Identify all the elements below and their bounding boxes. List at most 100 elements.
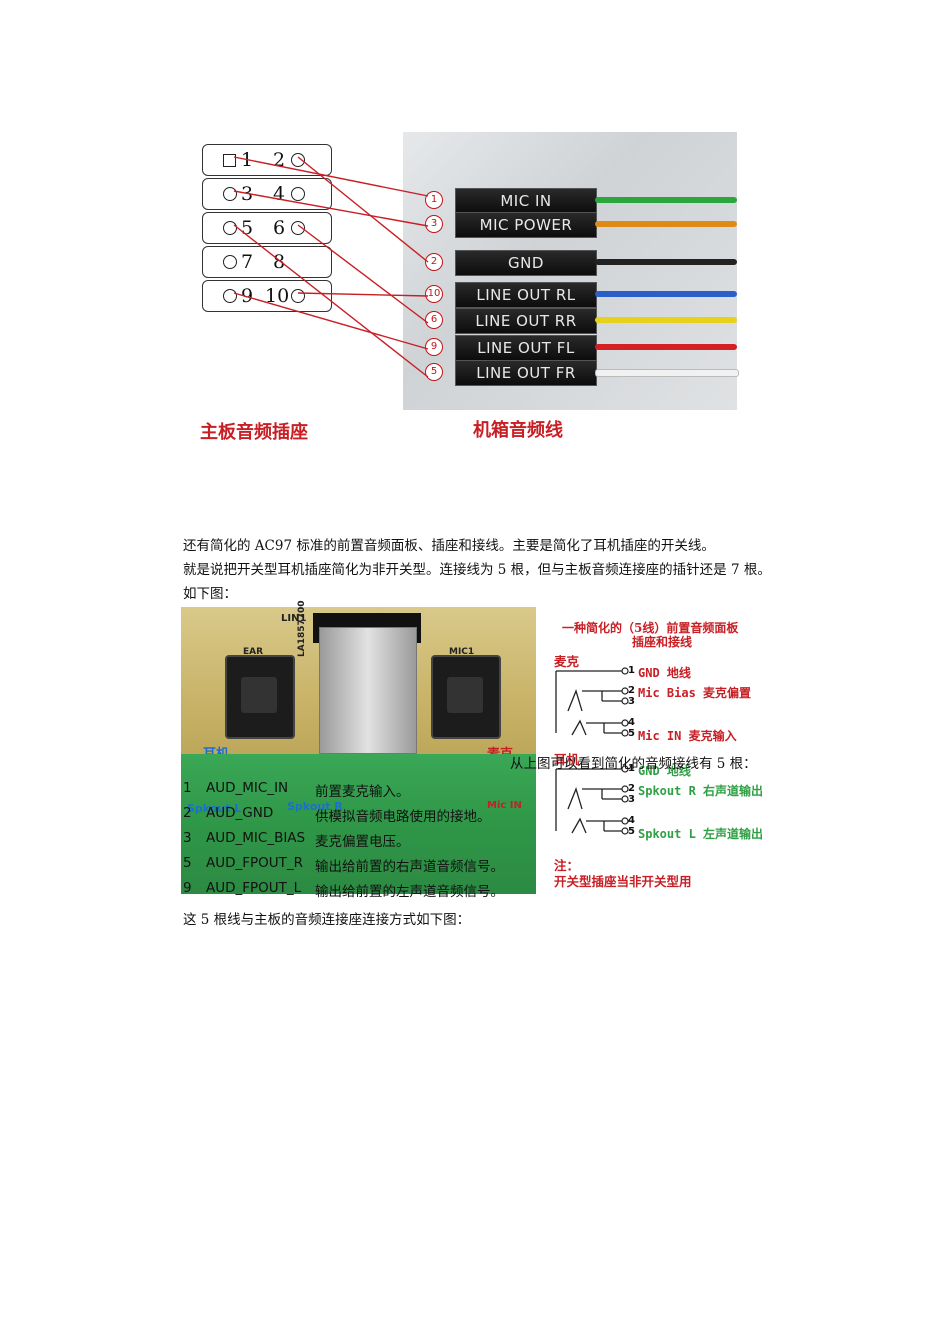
paragraph-3: 如下图： bbox=[183, 586, 237, 602]
signal-desc: 输出给前置的右声道音频信号。 bbox=[315, 859, 504, 875]
mic-in-label: Mic IN bbox=[487, 800, 522, 811]
diagram-title-line2: 插座和接线 bbox=[632, 635, 693, 649]
wire-number-circle: 9 bbox=[425, 338, 443, 356]
round-pad-icon bbox=[291, 221, 305, 235]
wire-number-circle: 10 bbox=[425, 285, 443, 303]
round-pad-icon bbox=[223, 255, 237, 269]
wire-label: MIC POWER bbox=[455, 212, 597, 238]
mic-pin-5-num: 5 bbox=[628, 728, 635, 739]
mic-section-label: 麦克 bbox=[554, 654, 580, 669]
round-pad-icon bbox=[291, 153, 305, 167]
connection-line bbox=[233, 156, 429, 197]
connection-line bbox=[297, 156, 429, 263]
round-pad-icon bbox=[223, 187, 237, 201]
final-paragraph: 这 5 根线与主板的音频连接座连接方式如下图： bbox=[183, 912, 471, 928]
wire-number-circle: 3 bbox=[425, 215, 443, 233]
wire-number-circle: 6 bbox=[425, 311, 443, 329]
wire-number-circle: 1 bbox=[425, 191, 443, 209]
spkout-l-label: Spkout L bbox=[187, 802, 242, 815]
cable-wire bbox=[595, 317, 737, 323]
connection-line bbox=[297, 224, 429, 324]
round-pad-icon bbox=[223, 221, 237, 235]
wire-number-circle: 2 bbox=[425, 253, 443, 271]
wire-label: LINE OUT RR bbox=[455, 308, 597, 334]
connection-line bbox=[297, 292, 429, 297]
mic-pin-1-label: GND 地线 bbox=[638, 666, 691, 680]
signal-pin: 3 bbox=[183, 830, 192, 846]
mic1-label: MIC1 bbox=[449, 647, 475, 657]
ear-jack bbox=[225, 655, 295, 739]
simplified-panel-diagram: 一种简化的（5线）前置音频面板 插座和接线 麦克 1 GND 地线 2 Mic … bbox=[548, 607, 788, 894]
signal-name: AUD_MIC_IN bbox=[206, 780, 289, 796]
mic-pin-2-num: 2 bbox=[628, 685, 635, 696]
ear-section-label: 耳机 bbox=[554, 752, 580, 767]
note-text: 开关型插座当非开关型用 bbox=[554, 874, 692, 889]
mic-jack bbox=[431, 655, 501, 739]
mic-pin-1-num: 1 bbox=[628, 665, 635, 676]
cable-wire bbox=[595, 291, 737, 297]
cable-wire bbox=[595, 259, 737, 265]
ear-pin-5-label: Spkout L 左声道输出 bbox=[638, 827, 764, 841]
cable-wire bbox=[595, 197, 737, 203]
ear-pin-1-num: 1 bbox=[628, 763, 635, 774]
front-panel-photo-bottom: Spkout L Spkout R Mic IN bbox=[181, 754, 536, 894]
ear-jack-schematic bbox=[555, 765, 629, 835]
header-row-1-2: 1 2 bbox=[202, 144, 332, 176]
ear-pin-3-num: 3 bbox=[628, 794, 635, 805]
diagram-title-line1: 一种简化的（5线）前置音频面板 bbox=[562, 621, 739, 635]
ear-pin-4-num: 4 bbox=[628, 815, 635, 826]
pin-label: 10 bbox=[265, 285, 290, 307]
spkout-r-label: Spkout R bbox=[287, 800, 343, 813]
round-pad-icon bbox=[291, 187, 305, 201]
signal-pin: 1 bbox=[183, 780, 192, 796]
motherboard-audio-header: 1 2 3 4 5 6 7 8 9 10 bbox=[198, 140, 338, 320]
round-pad-icon bbox=[291, 289, 305, 303]
front-panel-photo-top: LIN1 EAR MIC1 LA1857700 耳机 麦克 bbox=[181, 600, 536, 762]
mic-jack-schematic bbox=[555, 667, 629, 737]
pin-label: 9 bbox=[241, 285, 254, 307]
signal-desc: 前置麦克输入。 bbox=[315, 784, 410, 800]
pin-label: 6 bbox=[273, 217, 286, 239]
wire-label: GND bbox=[455, 250, 597, 276]
square-pad-icon bbox=[223, 154, 236, 167]
mic-pin-2-label: Mic Bias 麦克偏置 bbox=[638, 686, 752, 700]
pin-label: 7 bbox=[241, 251, 254, 273]
cable-wire bbox=[595, 344, 737, 350]
ear-pin-2-label: Spkout R 右声道输出 bbox=[638, 784, 764, 798]
ear-pin-5-num: 5 bbox=[628, 826, 635, 837]
caption-motherboard-audio-header: 主板音频插座 bbox=[200, 422, 308, 443]
wire-label: LINE OUT FR bbox=[455, 360, 597, 386]
connection-lines bbox=[233, 156, 429, 378]
mic-pin-5-label: Mic IN 麦克输入 bbox=[638, 729, 737, 743]
paragraph-1: 还有简化的 AC97 标准的前置音频面板、插座和接线。主要是简化了耳机插座的开关… bbox=[183, 538, 715, 554]
ear-pin-1-label: GND 地线 bbox=[638, 764, 691, 778]
mic-pin-3-num: 3 bbox=[628, 696, 635, 707]
connection-line bbox=[233, 292, 429, 350]
signal-pin: 5 bbox=[183, 855, 192, 871]
cable-wire bbox=[595, 369, 739, 377]
lin1-label: LIN1 bbox=[281, 613, 307, 624]
signal-name: AUD_FPOUT_R bbox=[206, 855, 304, 871]
pin-label: 8 bbox=[273, 251, 286, 273]
connection-line bbox=[233, 190, 429, 227]
wire-number-circle: 5 bbox=[425, 363, 443, 381]
signal-desc: 输出给前置的左声道音频信号。 bbox=[315, 884, 504, 900]
signal-desc: 麦克偏置电压。 bbox=[315, 834, 410, 850]
signal-pin: 2 bbox=[183, 805, 192, 821]
signal-name: AUD_GND bbox=[206, 805, 274, 821]
header-row-5-6: 5 6 bbox=[202, 212, 332, 244]
paragraph-2: 就是说把开关型耳机插座简化为非开关型。连接线为 5 根，但与主板音频连接座的插针… bbox=[183, 562, 771, 578]
signal-desc: 供模拟音频电路使用的接地。 bbox=[315, 809, 491, 825]
signal-name: AUD_MIC_BIAS bbox=[206, 830, 306, 846]
chip-label: LA1857700 bbox=[297, 600, 307, 657]
overlay-note: 从上图可以看到简化的音频接线有 5 根： bbox=[510, 756, 757, 772]
note-title: 注： bbox=[554, 858, 580, 873]
connection-line bbox=[233, 224, 429, 378]
signal-pin: 9 bbox=[183, 880, 192, 896]
ear-pin-2-num: 2 bbox=[628, 783, 635, 794]
signal-name: AUD_FPOUT_L bbox=[206, 880, 302, 896]
cable-wire bbox=[595, 221, 737, 227]
wire-label: LINE OUT RL bbox=[455, 282, 597, 308]
caption-chassis-audio-cable: 机箱音频线 bbox=[473, 420, 563, 441]
